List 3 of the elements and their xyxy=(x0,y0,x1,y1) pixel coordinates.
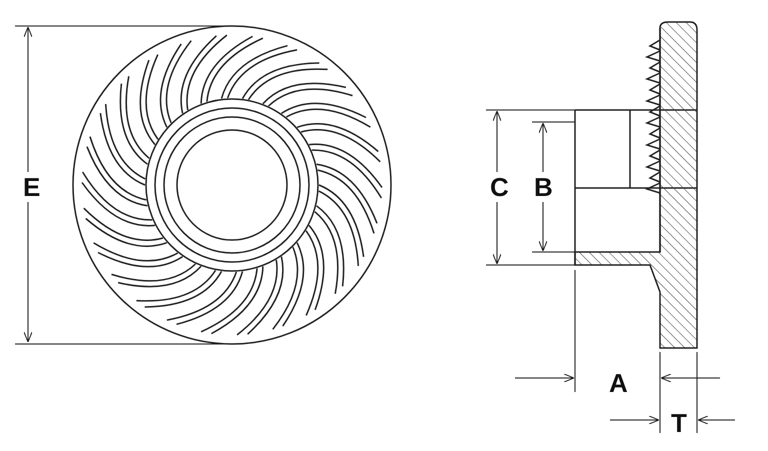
dimension-label: B xyxy=(533,172,554,202)
dimension-label: E xyxy=(22,172,42,202)
dimension-label: C xyxy=(489,172,510,202)
